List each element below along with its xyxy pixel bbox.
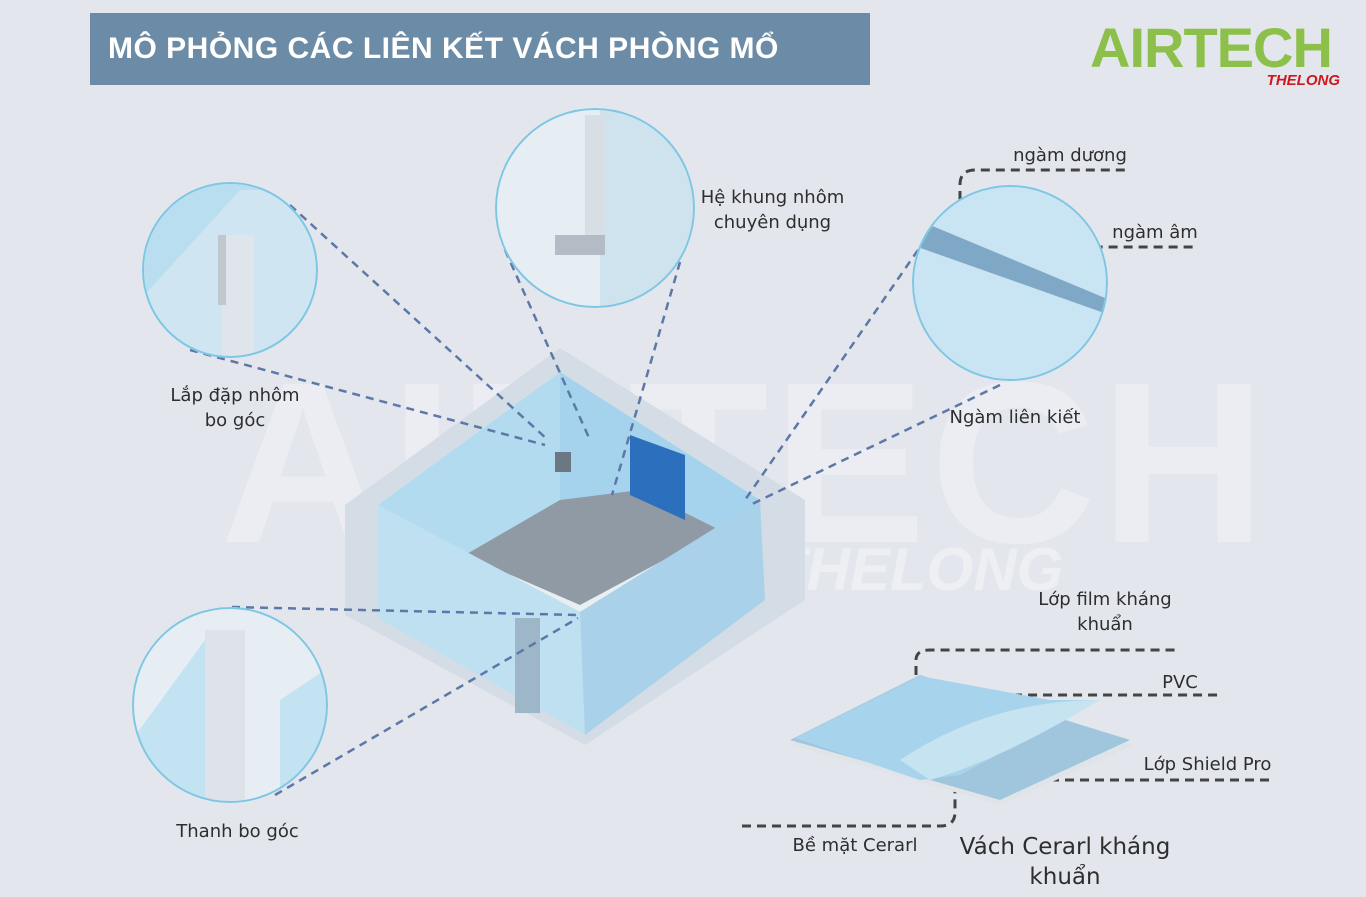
label-groove: ngàm âm bbox=[1112, 222, 1198, 243]
label-corner-bar: Thanh bo góc bbox=[176, 821, 299, 842]
label-tongue: ngàm dương bbox=[1013, 145, 1127, 166]
airtech-logo: AIRTECH THELONG bbox=[1090, 18, 1345, 93]
operating-room-model bbox=[345, 348, 805, 745]
detail-circle-aluminum-frame bbox=[495, 108, 695, 308]
watermark-sub: THELONG bbox=[770, 536, 1064, 603]
panel-caption: Vách Cerarl kháng khuẩn bbox=[959, 834, 1171, 890]
page-title: MÔ PHỎNG CÁC LIÊN KẾT VÁCH PHÒNG MỔ bbox=[108, 32, 779, 65]
detail-circle-joint bbox=[912, 185, 1108, 381]
logo-sub: THELONG bbox=[1266, 72, 1340, 89]
detail-circle-corner-bar bbox=[132, 607, 328, 803]
layered-panel bbox=[790, 675, 1135, 805]
logo-main: AIRTECH bbox=[1090, 16, 1333, 79]
title-banner: MÔ PHỎNG CÁC LIÊN KẾT VÁCH PHÒNG MỔ bbox=[90, 13, 870, 85]
label-film-layer: Lớp film kháng khuẩn bbox=[1038, 589, 1172, 635]
leader-lines bbox=[189, 204, 1001, 797]
label-pvc: PVC bbox=[1162, 672, 1198, 693]
door bbox=[630, 435, 685, 520]
label-corner-install: Lắp đặp nhôm bo góc bbox=[170, 385, 300, 431]
label-joint: Ngàm liên kiết bbox=[949, 407, 1081, 428]
label-surface: Bề mặt Cerarl bbox=[792, 835, 918, 856]
detail-circle-corner-install bbox=[142, 182, 318, 358]
label-shield-layer: Lớp Shield Pro bbox=[1143, 754, 1272, 775]
label-aluminum-frame: Hệ khung nhôm chuyên dụng bbox=[700, 187, 845, 233]
